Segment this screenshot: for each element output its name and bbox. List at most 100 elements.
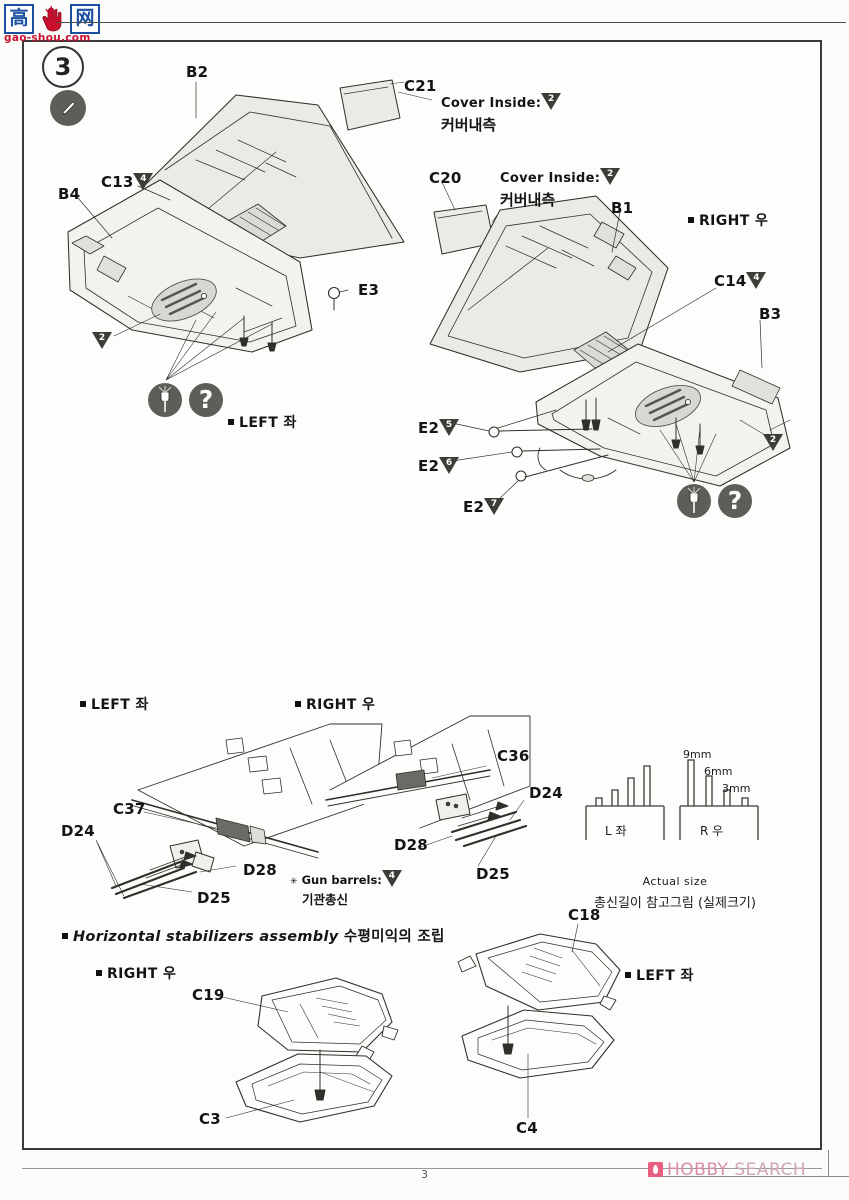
gun-barrels-note-kr: 기관총신 (302, 892, 349, 907)
part-label-D25-right: D25 (476, 865, 510, 883)
bullet-square-icon (96, 970, 102, 976)
hobby-search-watermark: HOBBY SEARCH (648, 1150, 849, 1188)
hobby-knife-icon (50, 90, 86, 126)
cover-inside-note-2-line: Cover Inside:2 (500, 168, 621, 186)
step-marker-triangle: 2 (541, 93, 562, 110)
step-marker-triangle: 5 (439, 419, 460, 436)
bullet-square-icon (228, 419, 234, 425)
part-label-B3: B3 (759, 305, 782, 323)
part-label-C18: C18 (568, 906, 601, 924)
question-mark-icon: ? (718, 484, 752, 518)
cover-inside-note-1-kr: 커버내측 (441, 116, 497, 134)
step-marker-triangle: 2 (763, 434, 783, 451)
bullet-square-icon (688, 217, 694, 223)
cover-inside-note-2: Cover Inside:2 커버내측 (500, 168, 621, 210)
question-mark-icon: ? (189, 383, 223, 417)
side-label-left-top-kr: 좌 (283, 415, 297, 431)
actual-size-caption-kr: 총신길이 참고그림 (실제크기) (594, 896, 756, 911)
page-frame (22, 40, 822, 1150)
gun-barrels-note-line: ✳ Gun barrels:4 (290, 870, 402, 887)
cover-inside-note-1-en: Cover Inside: (441, 96, 542, 111)
part-label-B2: B2 (186, 63, 209, 81)
gun-barrels-note: ✳ Gun barrels:4 기관총신 (290, 870, 402, 908)
side-label-right-stabilizer-en: RIGHT (107, 966, 158, 982)
side-label-right-barrels-en: RIGHT (306, 697, 357, 713)
gaoshou-char-1: 高 (4, 4, 34, 34)
size-label-3mm: 3mm (722, 782, 751, 795)
actual-size-caption-en: Actual size (642, 875, 708, 888)
part-label-C21: C21 (404, 77, 437, 95)
part-label-B1: B1 (611, 199, 634, 217)
hobby-search-text-back: SEARCH (734, 1160, 807, 1180)
bullet-square-icon (62, 933, 68, 939)
side-label-left-barrels: LEFT 좌 (80, 694, 149, 714)
part-label-D28-left: D28 (243, 861, 277, 879)
side-label-right-top: RIGHT 우 (688, 210, 768, 230)
step-marker-triangle: 7 (484, 498, 505, 515)
side-label-right-top-en: RIGHT (699, 213, 750, 229)
gun-barrels-note-en: Gun barrels: (301, 873, 382, 887)
watermark-rule-vertical (828, 1150, 829, 1176)
side-label-right-barrels: RIGHT 우 (295, 694, 375, 714)
side-label-left-stabilizer-en: LEFT (636, 968, 676, 984)
size-group-label-right: R 우 (700, 824, 724, 838)
stabilizers-section-title-en: Horizontal stabilizers assembly (73, 929, 339, 945)
asterisk-icon: ✳ (290, 877, 298, 887)
step-marker-triangle: 4 (133, 173, 154, 190)
side-label-left-top: LEFT 좌 (228, 412, 297, 432)
part-label-E2-6-text: E2 (418, 457, 440, 475)
side-label-right-barrels-kr: 우 (362, 697, 376, 713)
part-label-C13-text: C13 (101, 173, 134, 191)
hobby-search-text-front: HOBBY (667, 1160, 729, 1180)
part-label-C36: C36 (497, 747, 530, 765)
part-label-D24-left: D24 (61, 822, 95, 840)
cover-inside-note-1-line: Cover Inside:2 (441, 93, 562, 111)
size-label-6mm: 6mm (704, 765, 733, 778)
stabilizers-section-title-kr: 수평미익의 조립 (343, 929, 445, 945)
page-number: 3 (421, 1168, 428, 1181)
hand-icon (37, 4, 67, 34)
part-label-D28-right: D28 (394, 836, 428, 854)
size-label-9mm: 9mm (683, 748, 712, 761)
footer-rule (22, 1168, 822, 1169)
cover-inside-note-1: Cover Inside:2 커버내측 (441, 93, 562, 135)
part-label-E2-5-text: E2 (418, 419, 440, 437)
side-label-right-stabilizer-kr: 우 (163, 966, 177, 982)
triangle-marker-2-right: 2 (763, 434, 783, 453)
stabilizers-section-title: Horizontal stabilizers assembly 수평미익의 조립 (62, 925, 445, 946)
bullet-square-icon (80, 701, 86, 707)
hobby-search-text: HOBBY SEARCH (667, 1160, 806, 1180)
part-label-E3: E3 (358, 281, 380, 299)
cover-inside-note-2-en: Cover Inside: (500, 171, 601, 186)
gaoshou-url: gao-shou.com (4, 32, 91, 44)
side-label-left-barrels-en: LEFT (91, 697, 131, 713)
part-label-C4: C4 (516, 1119, 538, 1137)
drill-pin-icon (677, 484, 711, 518)
step-marker-triangle: 6 (439, 457, 460, 474)
side-label-left-stabilizer-kr: 좌 (680, 968, 694, 984)
gaoshou-watermark: 高 网 gao-shou.com (4, 4, 194, 48)
actual-size-chart (585, 759, 759, 840)
part-label-D25-left: D25 (197, 889, 231, 907)
watermark-rule-top (56, 22, 846, 23)
side-label-left-top-en: LEFT (239, 415, 279, 431)
size-group-label-left: L 좌 (605, 824, 627, 838)
side-label-right-top-kr: 우 (755, 213, 769, 229)
step-marker-triangle: 4 (746, 272, 767, 289)
side-label-right-stabilizer: RIGHT 우 (96, 963, 176, 983)
part-label-C3: C3 (199, 1110, 221, 1128)
step-marker-triangle: 4 (381, 870, 402, 887)
part-label-B4: B4 (58, 185, 81, 203)
bullet-square-icon (625, 972, 631, 978)
part-label-D24-right: D24 (529, 784, 563, 802)
drill-pin-icon (148, 383, 182, 417)
side-label-left-barrels-kr: 좌 (135, 697, 149, 713)
part-label-C19: C19 (192, 986, 225, 1004)
part-label-E2-7-text: E2 (463, 498, 485, 516)
flame-icon (648, 1162, 663, 1177)
